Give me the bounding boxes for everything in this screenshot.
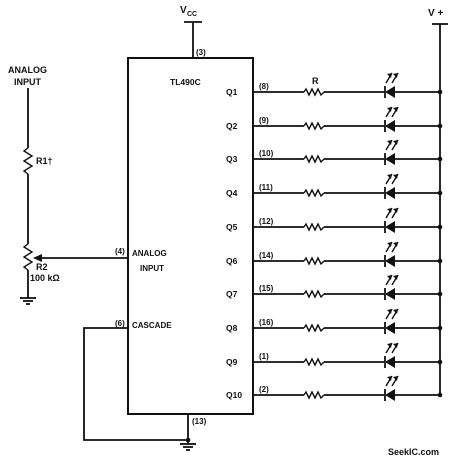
- r1-resistor: [22, 147, 34, 175]
- q8-label: Q8: [226, 323, 238, 333]
- q9-light-arrow-icon: [387, 343, 392, 348]
- q4-label: Q4: [226, 188, 238, 198]
- q2-label: Q2: [226, 121, 238, 131]
- q2-pin-number: (9): [259, 116, 269, 125]
- resistor-label: R: [312, 76, 319, 86]
- ground-pin-number: (13): [192, 417, 207, 426]
- q1-led-icon: [385, 86, 395, 98]
- q8-light-arrow-icon: [387, 309, 392, 314]
- q5-label: Q5: [226, 222, 238, 232]
- q5-pin-number: (12): [259, 217, 274, 226]
- q7-light-arrow-icon: [393, 275, 398, 280]
- q6-light-arrow-icon: [393, 242, 398, 247]
- q10-light-arrow-icon: [387, 376, 392, 381]
- q9-resistor: [303, 357, 325, 367]
- vplus-label: V +: [428, 8, 443, 19]
- q7-led-icon: [385, 288, 395, 300]
- q1-light-arrow-icon: [393, 73, 398, 78]
- analog-input-label-1: ANALOG: [8, 65, 47, 75]
- q5-rail-junction: [437, 224, 443, 230]
- q5-resistor: [303, 222, 325, 232]
- r1-label: R1†: [36, 156, 53, 166]
- q9-rail-junction: [437, 359, 443, 365]
- q1-pin-number: (8): [259, 82, 269, 91]
- cascade-wire: [83, 327, 188, 441]
- q8-led-icon: [385, 322, 395, 334]
- watermark: SeekIC.com: [388, 447, 439, 457]
- vcc-label: V: [180, 5, 187, 16]
- vcc-pin-number: (3): [196, 48, 206, 57]
- q7-resistor: [303, 289, 325, 299]
- cascade-label: CASCADE: [132, 321, 172, 330]
- q6-resistor: [303, 256, 325, 266]
- q4-light-arrow-icon: [387, 174, 392, 179]
- q7-light-arrow-icon: [387, 275, 392, 280]
- q2-resistor: [303, 121, 325, 131]
- analog-pin-number: (4): [115, 247, 125, 256]
- q8-pin-number: (16): [259, 318, 274, 327]
- q7-rail-junction: [437, 291, 443, 297]
- q9-light-arrow-icon: [393, 343, 398, 348]
- q6-led-icon: [385, 255, 395, 267]
- q10-rail-junction: [437, 392, 443, 398]
- q5-light-arrow-icon: [393, 208, 398, 213]
- q1-label: Q1: [226, 87, 238, 97]
- q10-label: Q10: [226, 390, 242, 400]
- analog-pin-label-1: ANALOG: [132, 249, 167, 258]
- q5-light-arrow-icon: [387, 208, 392, 213]
- q6-rail-junction: [437, 258, 443, 264]
- q9-led-icon: [385, 356, 395, 368]
- q3-pin-number: (10): [259, 149, 274, 158]
- vcc-subscript: CC: [187, 11, 197, 18]
- q5-led-icon: [385, 221, 395, 233]
- q4-pin-number: (11): [259, 183, 273, 192]
- q4-led-icon: [385, 187, 395, 199]
- q6-light-arrow-icon: [387, 242, 392, 247]
- q8-light-arrow-icon: [393, 309, 398, 314]
- q3-light-arrow-icon: [387, 140, 392, 145]
- q10-resistor: [303, 390, 325, 400]
- q8-resistor: [303, 323, 325, 333]
- q10-pin-number: (2): [259, 385, 269, 394]
- q1-resistor: [303, 87, 325, 97]
- q2-rail-junction: [437, 123, 443, 129]
- q9-label: Q9: [226, 357, 238, 367]
- chip-name: TL490C: [170, 77, 201, 87]
- r2-label: R2: [36, 262, 48, 272]
- q4-light-arrow-icon: [393, 174, 398, 179]
- tl490c-chip: [127, 57, 254, 415]
- q7-label: Q7: [226, 289, 238, 299]
- q1-rail-junction: [437, 89, 443, 95]
- wiper-arrow-icon: [33, 254, 42, 262]
- analog-pin-label-2: INPUT: [140, 264, 164, 273]
- q6-label: Q6: [226, 256, 238, 266]
- output-rows: Q1 (8) Q2 (9) Q3 (10) Q4 (11) Q5 (12) Q6 (14) Q7 (15)…: [226, 72, 443, 401]
- q3-label: Q3: [226, 154, 238, 164]
- q9-pin-number: (1): [259, 352, 269, 361]
- q1-light-arrow-icon: [387, 73, 392, 78]
- analog-input-label-2: INPUT: [14, 77, 42, 87]
- q6-pin-number: (14): [259, 251, 274, 260]
- q3-resistor: [303, 154, 325, 164]
- q3-rail-junction: [437, 156, 443, 162]
- q10-light-arrow-icon: [393, 376, 398, 381]
- q2-light-arrow-icon: [393, 107, 398, 112]
- q3-light-arrow-icon: [393, 140, 398, 145]
- q4-resistor: [303, 188, 325, 198]
- q2-led-icon: [385, 120, 395, 132]
- q7-pin-number: (15): [259, 284, 274, 293]
- q4-rail-junction: [437, 190, 443, 196]
- r2-value: 100 kΩ: [30, 273, 60, 283]
- q10-led-icon: [385, 389, 395, 401]
- q8-rail-junction: [437, 325, 443, 331]
- q3-led-icon: [385, 153, 395, 165]
- cascade-pin-number: (6): [115, 319, 125, 328]
- r2-potentiometer: [22, 243, 34, 271]
- q2-light-arrow-icon: [387, 107, 392, 112]
